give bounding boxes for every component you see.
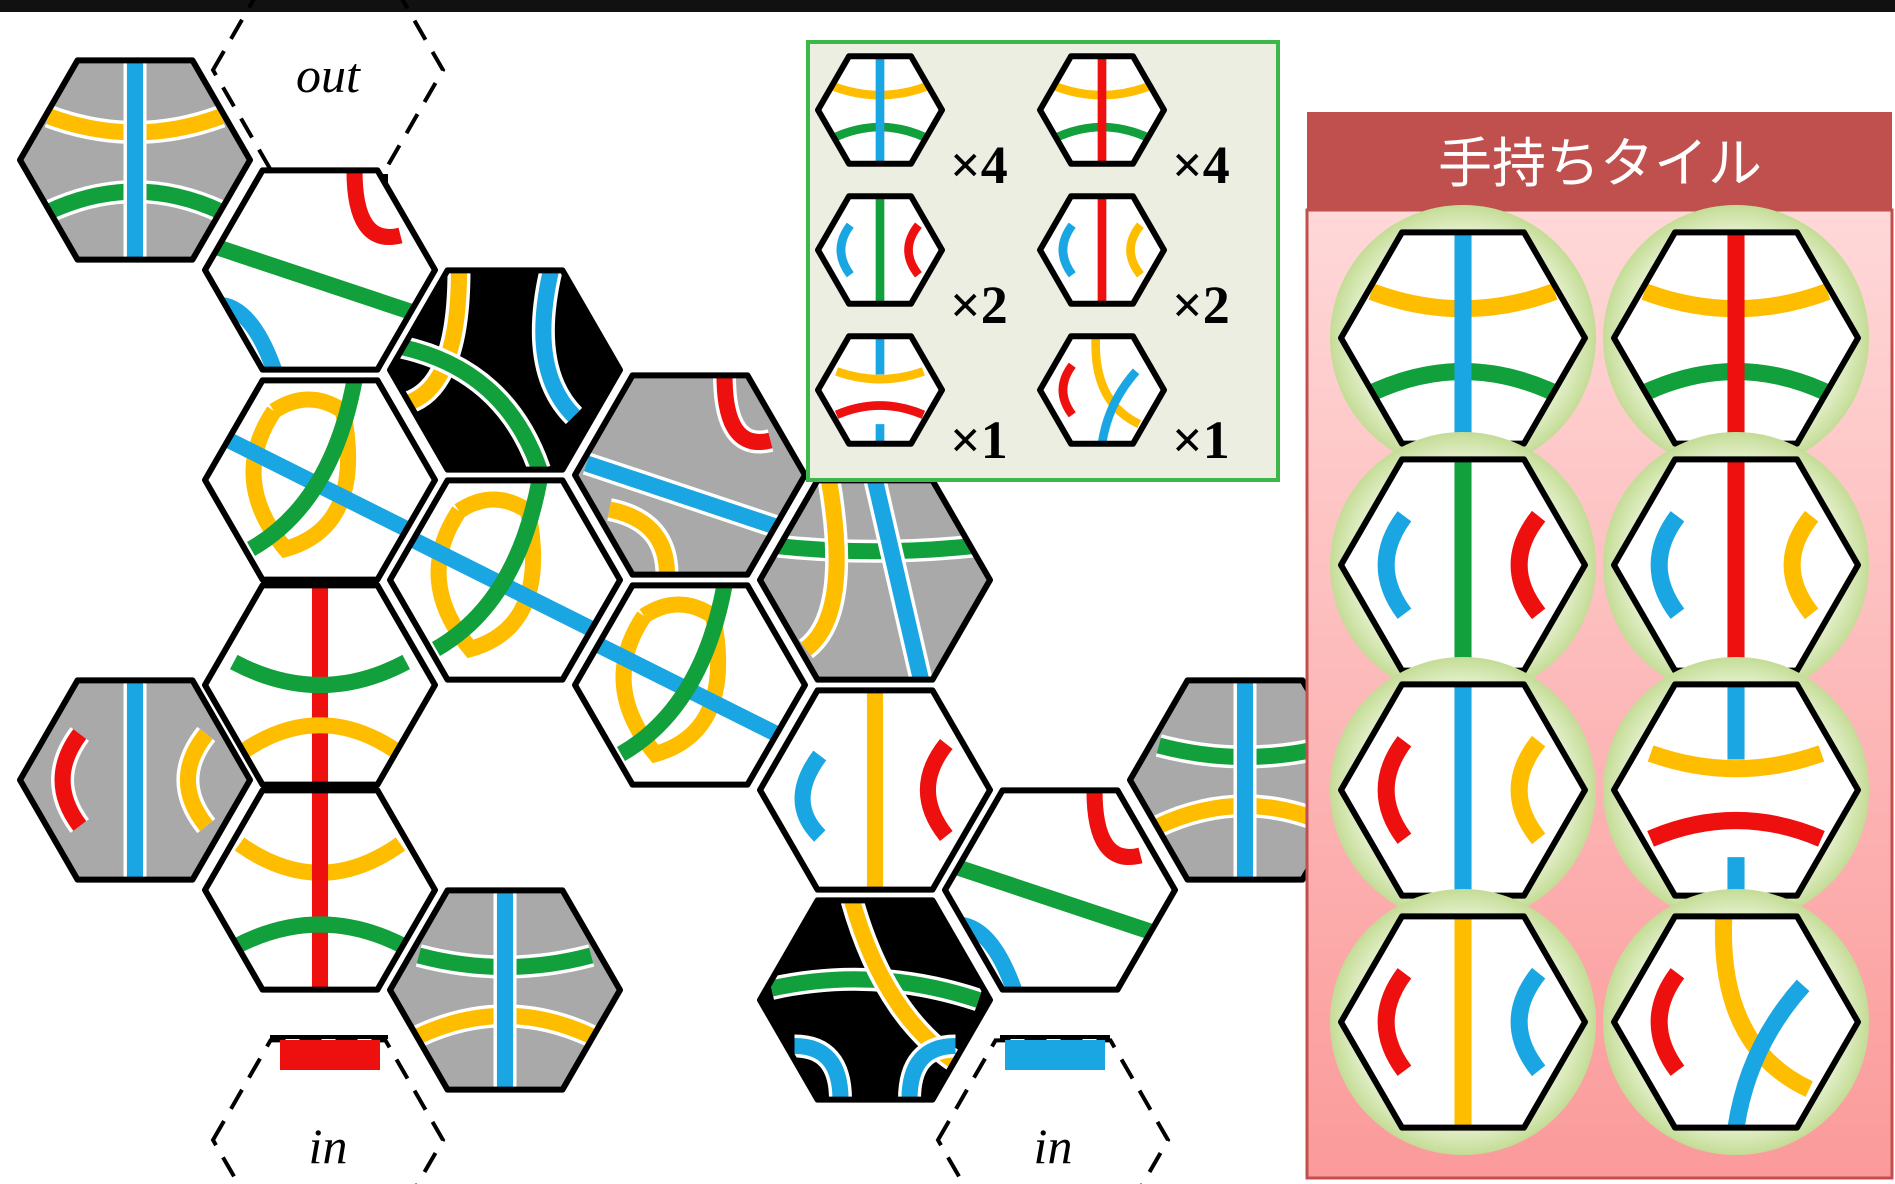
- tile-black-2: [760, 900, 990, 1099]
- legend-count-2: ×4: [1172, 135, 1230, 195]
- tile-2: [205, 170, 435, 369]
- tile-4: [390, 480, 620, 679]
- hand-tiles-panel: 手持ちタイル: [1307, 112, 1892, 1178]
- legend-tile-6: [1040, 336, 1164, 443]
- legend-tile-5: [818, 336, 942, 443]
- legend-tile-2: [1040, 56, 1164, 163]
- top-bar: [0, 0, 1895, 12]
- tile-6: [575, 585, 805, 784]
- tile-legend: ×4 ×4 ×2 ×2 ×1 ×1: [808, 42, 1278, 480]
- hand-panel-title: 手持ちタイル: [1438, 132, 1762, 195]
- tile-gray-3: [760, 480, 990, 679]
- entry-marker-red: [280, 1040, 380, 1070]
- entry-marker-red-dash: [270, 1035, 388, 1039]
- legend-count-6: ×1: [1172, 410, 1230, 470]
- legend-tile-3: [818, 196, 942, 303]
- in-label-left: in: [309, 1118, 348, 1174]
- in-label-right: in: [1034, 1118, 1073, 1174]
- tile-7: [760, 690, 990, 889]
- tile-5: [205, 585, 435, 784]
- legend-tile-4: [1040, 196, 1164, 303]
- legend-count-1: ×4: [950, 135, 1008, 195]
- tile-black-1: [390, 270, 620, 469]
- legend-count-4: ×2: [1172, 275, 1230, 335]
- tile-9: [945, 790, 1175, 989]
- entry-marker-blue-dash: [1000, 1035, 1110, 1039]
- tile-3: [205, 380, 435, 579]
- tile-gray-4: [20, 680, 250, 879]
- entry-marker-blue: [1005, 1040, 1105, 1070]
- legend-tile-1: [818, 56, 942, 163]
- out-label: out: [296, 47, 361, 103]
- tile-8: [205, 790, 435, 989]
- legend-count-5: ×1: [950, 410, 1008, 470]
- legend-count-3: ×2: [950, 275, 1008, 335]
- tile-gray-5: [390, 890, 620, 1089]
- tile-gray-2: [575, 375, 805, 574]
- tile-gray-1: [20, 60, 250, 259]
